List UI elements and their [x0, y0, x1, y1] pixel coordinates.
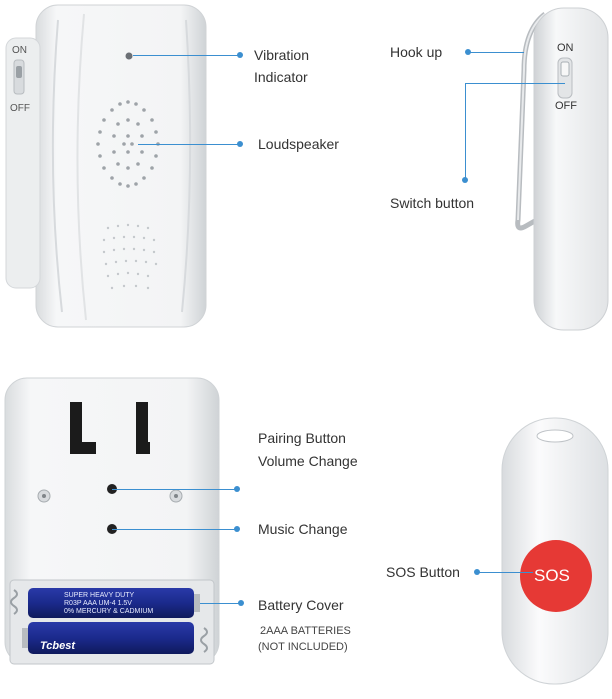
clip-off-text: OFF — [555, 100, 577, 112]
sos-pendant — [501, 417, 609, 685]
battery-brand: Tcbest — [40, 640, 76, 652]
callout-line-switch-v — [465, 83, 466, 180]
label-vibration-1: Vibration — [254, 47, 310, 63]
label-hook-up: Hook up — [390, 44, 443, 60]
battery-text: SUPER HEAVY DUTY R03P AAA UM-4 1.5V 0% M… — [64, 592, 153, 616]
battery-line-a: SUPER HEAVY DUTY — [64, 592, 135, 599]
callout-dot-vibration — [237, 52, 243, 58]
label-switch-button: Switch button — [390, 195, 475, 211]
callout-line-pairing — [112, 489, 236, 490]
callout-line-sos — [477, 572, 533, 573]
callout-line-vibration — [133, 55, 240, 56]
callout-dot-pairing — [234, 486, 240, 492]
clip-on-text: ON — [557, 42, 574, 54]
receiver-off-text: OFF — [10, 103, 30, 114]
sos-text: SOS — [534, 566, 570, 585]
label-vibration-2: Indicator — [254, 69, 308, 85]
label-battery-cover: Battery Cover — [258, 597, 344, 613]
battery-1 — [28, 588, 194, 618]
label-batteries-2: (NOT INCLUDED) — [258, 641, 348, 653]
speaker-grill — [96, 100, 160, 188]
label-music-change: Music Change — [258, 521, 348, 537]
callout-line-loudspeaker — [138, 144, 240, 145]
label-batteries-1: 2AAA BATTERIES — [260, 625, 351, 637]
callout-dot-battery — [238, 600, 244, 606]
label-loudspeaker: Loudspeaker — [258, 136, 339, 152]
label-sos-button: SOS Button — [386, 564, 460, 580]
callout-line-battery — [200, 603, 240, 604]
callout-dot-loudspeaker — [237, 141, 243, 147]
battery-line-c: 0% MERCURY & CADMIUM — [64, 608, 154, 615]
receiver-on-text: ON — [12, 45, 27, 56]
sos-red-button — [520, 540, 592, 612]
label-pairing-button: Pairing Button — [258, 430, 346, 446]
callout-dot-music — [234, 526, 240, 532]
battery-2 — [28, 622, 194, 654]
battery-line-b: R03P AAA UM-4 1.5V — [64, 600, 132, 607]
callout-line-music — [112, 529, 236, 530]
callout-dot-switch — [462, 177, 468, 183]
label-volume-change: Volume Change — [258, 453, 358, 469]
pendant-side-view — [515, 7, 609, 331]
callout-line-switch-h — [465, 83, 565, 84]
receiver-front — [5, 4, 207, 328]
callout-line-hookup — [468, 52, 524, 53]
receiver-back — [4, 377, 220, 665]
